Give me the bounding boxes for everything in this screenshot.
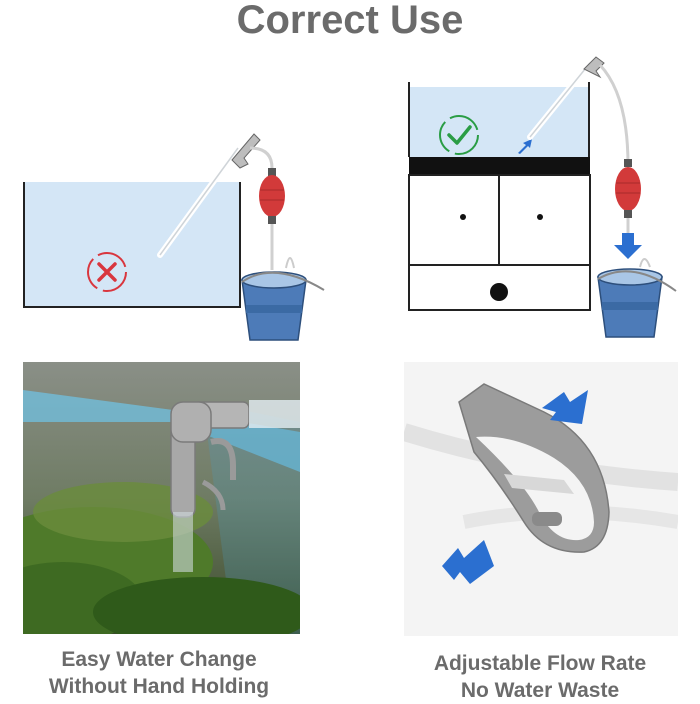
aquarium-hook-photo — [23, 362, 300, 634]
caption-line: Easy Water Change — [61, 648, 257, 671]
tank-water — [24, 182, 240, 307]
cabinet-knob — [460, 214, 466, 220]
tank-outline — [23, 182, 241, 308]
aquarium-glass-edge — [23, 390, 300, 472]
incorrect-use-diagram — [23, 133, 325, 341]
aquatic-plants — [23, 482, 300, 634]
clear-tube — [249, 400, 300, 428]
compress-arrow-bottom-icon — [442, 540, 494, 584]
stand-top — [409, 157, 590, 175]
tube-handle — [231, 133, 261, 169]
pump-bulb-icon — [615, 167, 641, 211]
caption-line: Without Hand Holding — [48, 675, 270, 698]
pump-bulb-icon — [259, 175, 285, 217]
bucket-icon — [597, 258, 677, 338]
correct-use-diagram — [408, 56, 677, 338]
bucket-icon — [241, 257, 325, 341]
hook-clip-icon — [170, 401, 250, 572]
caption-flow-rate: Adjustable Flow Rate No Water Waste — [375, 650, 700, 704]
page-title: Correct Use — [236, 0, 464, 42]
down-arrow-icon — [614, 233, 642, 259]
drawer-knob — [490, 283, 508, 301]
flow-clip-icon — [458, 383, 610, 553]
compress-arrow-top-icon — [542, 390, 588, 424]
caption-line: No Water Waste — [460, 679, 620, 702]
x-circle-icon — [87, 252, 127, 292]
check-circle-icon — [439, 115, 479, 155]
flow-clip-photo — [404, 362, 678, 636]
up-arrow-icon — [518, 139, 532, 154]
caption-line: Adjustable Flow Rate — [433, 652, 647, 675]
cabinet-knob — [537, 214, 543, 220]
caption-hands-free: Easy Water Change Without Hand Holding — [0, 646, 324, 700]
